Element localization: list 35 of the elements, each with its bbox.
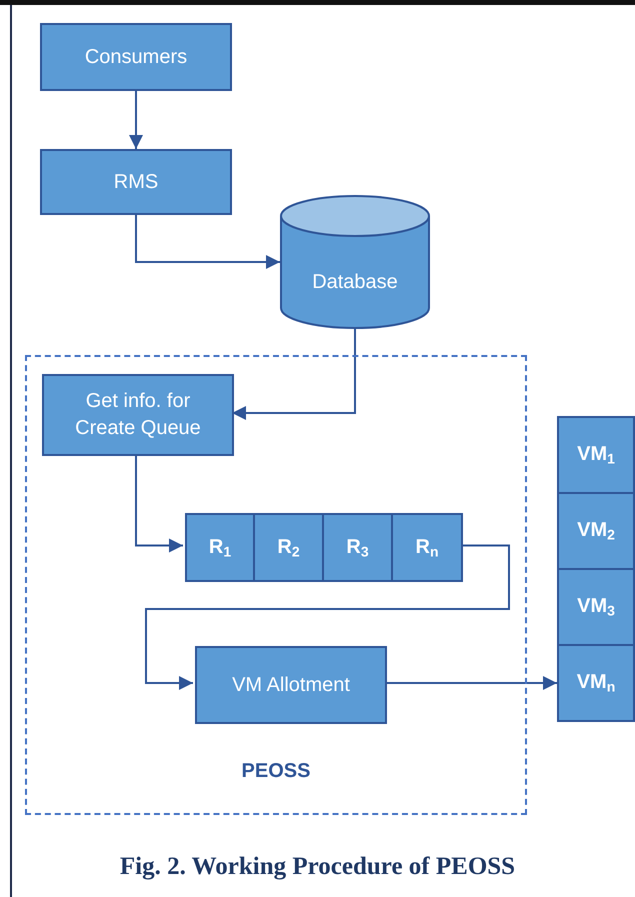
node-label: VM Allotment xyxy=(232,672,350,698)
node-label: VM$_{n}$ xyxy=(576,670,616,697)
arrow xyxy=(135,454,183,552)
process-box xyxy=(557,416,635,494)
arrow xyxy=(129,91,143,149)
node-label: RMS xyxy=(114,170,158,194)
node-label: VM$_{3}$ xyxy=(577,594,615,621)
process-box xyxy=(557,644,635,722)
node-label: VM$_{2}$ xyxy=(577,518,615,545)
process-box xyxy=(40,23,232,91)
node-label: Get info. for Create Queue xyxy=(74,389,202,441)
process-box xyxy=(253,513,324,582)
node-label: Consumers xyxy=(84,44,188,70)
process-box xyxy=(185,513,255,582)
node-label: R$_{n}$ xyxy=(416,534,439,562)
process-box xyxy=(195,646,387,724)
database-cylinder xyxy=(280,195,430,329)
node-label: VM$_{1}$ xyxy=(577,442,615,469)
process-box xyxy=(322,513,393,582)
process-box xyxy=(557,568,635,646)
process-box xyxy=(40,149,232,215)
arrow xyxy=(385,676,557,690)
node-label: Database xyxy=(312,270,398,294)
figure-caption: Fig. 2. Working Procedure of PEOSS xyxy=(118,853,516,881)
node-label: R$_{3}$ xyxy=(346,534,369,562)
process-box xyxy=(42,374,234,456)
process-box xyxy=(557,492,635,570)
dashed-group-frame xyxy=(25,355,527,815)
group-title: PEOSS xyxy=(242,759,310,784)
process-box xyxy=(391,513,463,582)
arrow xyxy=(135,215,280,269)
node-label: R$_{2}$ xyxy=(277,534,300,562)
arrow xyxy=(232,329,356,420)
node-label: R$_{1}$ xyxy=(208,534,232,562)
arrow xyxy=(145,544,510,690)
